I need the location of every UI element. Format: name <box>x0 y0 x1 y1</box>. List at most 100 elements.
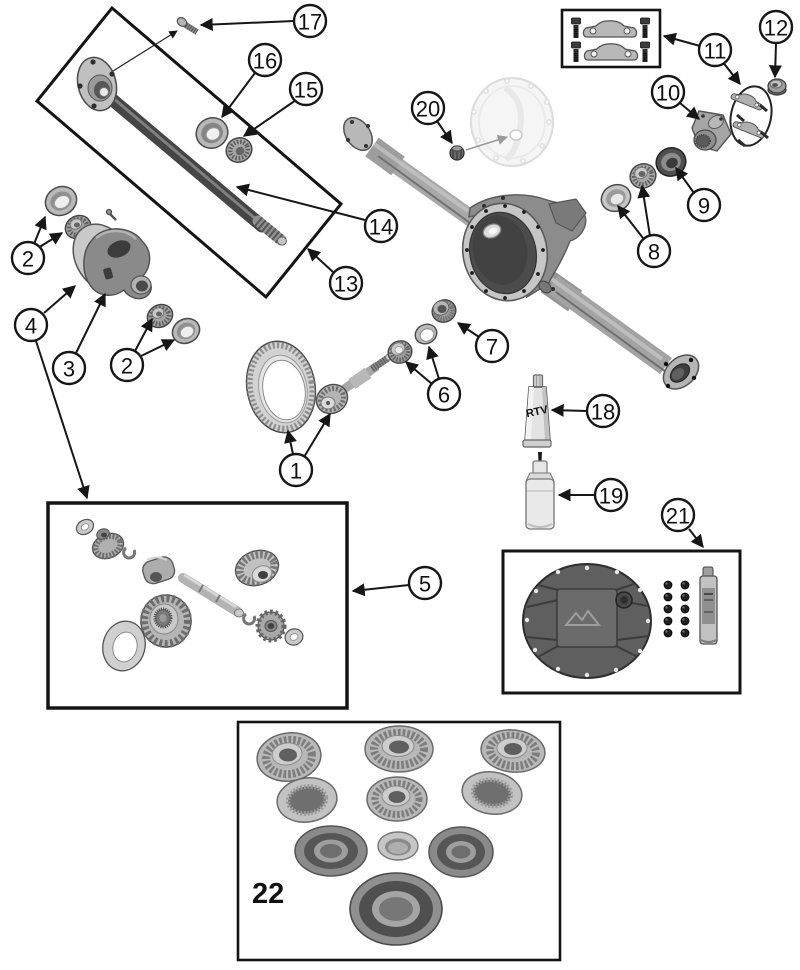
callout-10-number: 10 <box>656 81 680 106</box>
callout-3-number: 3 <box>63 357 75 382</box>
axle-seal <box>195 117 229 149</box>
callout-6-number: 6 <box>438 383 450 408</box>
cover-gasket <box>470 77 554 167</box>
callout-19: 19 <box>593 477 629 513</box>
axle-shaft-kit-box <box>34 5 344 300</box>
pinion-bearing-inner <box>387 340 413 364</box>
pinion-nut <box>767 78 787 96</box>
sealant-tube <box>699 566 718 645</box>
oil-bottle <box>525 452 555 530</box>
pinion-gear <box>315 353 393 415</box>
callout-5-number: 5 <box>419 572 431 597</box>
strap-bolt <box>640 41 650 62</box>
callout-17-number: 17 <box>298 10 322 35</box>
callout-13: 13 <box>328 265 364 301</box>
callout-10: 10 <box>650 74 686 110</box>
callout-6: 6 <box>426 376 462 412</box>
bearing-race <box>600 183 632 213</box>
callout-2a: 2 <box>10 240 46 276</box>
pinion-bearing-outer <box>629 163 657 189</box>
cross-shaft <box>178 573 244 618</box>
callout-11-number: 11 <box>704 39 727 64</box>
diff-cover <box>522 563 652 679</box>
tapered-bearing <box>364 725 434 773</box>
carrier-race <box>171 317 201 345</box>
diff-cover-kit-box <box>501 549 742 695</box>
spider-gear-kit-box <box>46 501 349 710</box>
callout-2-number: 2 <box>22 247 34 272</box>
callout-11: 11 <box>697 32 733 68</box>
roller-bearing <box>461 771 523 815</box>
callout-12: 12 <box>758 9 794 45</box>
rtv-label: RTV <box>525 404 550 420</box>
strap-bolt <box>571 41 581 62</box>
wheel-stud <box>176 17 199 35</box>
pinion-spacer <box>414 323 438 345</box>
callout-4-number: 4 <box>25 314 37 339</box>
ring-gear <box>245 340 317 434</box>
roller-bearing <box>276 777 338 823</box>
callout-14-number: 14 <box>369 215 393 240</box>
callout-2b: 2 <box>109 347 145 383</box>
tapered-bearing <box>366 776 428 822</box>
c-clip <box>242 612 257 626</box>
strap-bolt <box>640 17 650 38</box>
callout-1-number: 1 <box>290 459 302 484</box>
side-gear <box>91 528 125 560</box>
callout-8: 8 <box>636 233 672 269</box>
axle-shaft <box>76 56 287 246</box>
callout-8-number: 8 <box>648 240 660 265</box>
callout-20-number: 20 <box>416 97 440 122</box>
axle-bearing <box>225 137 253 163</box>
leader-lines <box>33 18 782 597</box>
callout-15-number: 15 <box>294 78 318 103</box>
thrust-washer <box>284 628 304 646</box>
callout-9-number: 9 <box>698 194 710 219</box>
bearing-kit-number-label: 22 <box>252 878 284 910</box>
axle-seal-part <box>294 825 368 877</box>
c-clip <box>122 546 137 560</box>
pinion-seal-part <box>349 872 443 946</box>
thrust-plate <box>102 620 146 672</box>
callout-18-number: 18 <box>591 400 615 425</box>
callout-3: 3 <box>51 350 87 386</box>
strap-bolt <box>571 17 581 38</box>
master-bearing-kit-box: 22 <box>236 720 562 962</box>
rtv-sealant-tube: RTV <box>522 374 552 448</box>
cross-block <box>142 556 176 585</box>
callout-13-number: 13 <box>334 272 358 297</box>
u-joint-strap-kit-box <box>560 8 662 69</box>
callout-18: 18 <box>585 393 621 429</box>
callout-17: 17 <box>292 3 328 39</box>
side-gear <box>234 549 280 587</box>
callout-15: 15 <box>288 71 324 107</box>
splined-pinion-gear <box>140 594 192 648</box>
carrier-race <box>44 185 78 217</box>
callout-16: 16 <box>247 42 283 78</box>
axle-seal-part <box>428 826 494 878</box>
cover-bolts <box>663 580 690 638</box>
callout-12-number: 12 <box>764 16 788 41</box>
spider-gear <box>255 609 287 643</box>
callout-16-number: 16 <box>253 49 277 74</box>
callout-7-number: 7 <box>486 335 498 360</box>
callout-9: 9 <box>686 187 722 223</box>
differential-case <box>72 208 152 300</box>
u-joint-straps-group <box>729 85 773 148</box>
fill-plug <box>449 145 465 161</box>
axle-housing <box>342 116 700 390</box>
callouts: 17 16 15 14 13 11 12 10 <box>10 3 794 601</box>
tapered-bearing <box>256 732 322 782</box>
callout-4: 4 <box>13 307 49 343</box>
callout-20: 20 <box>410 90 446 126</box>
u-joint-strap <box>583 43 639 61</box>
brake-flange <box>342 116 374 152</box>
callout-7: 7 <box>474 328 510 364</box>
spacer-ring <box>377 831 419 861</box>
callout-2-number: 2 <box>121 354 133 379</box>
callout-1: 1 <box>278 452 314 488</box>
callout-14: 14 <box>363 208 399 244</box>
callout-5: 5 <box>407 565 443 601</box>
crush-sleeve <box>431 299 457 323</box>
